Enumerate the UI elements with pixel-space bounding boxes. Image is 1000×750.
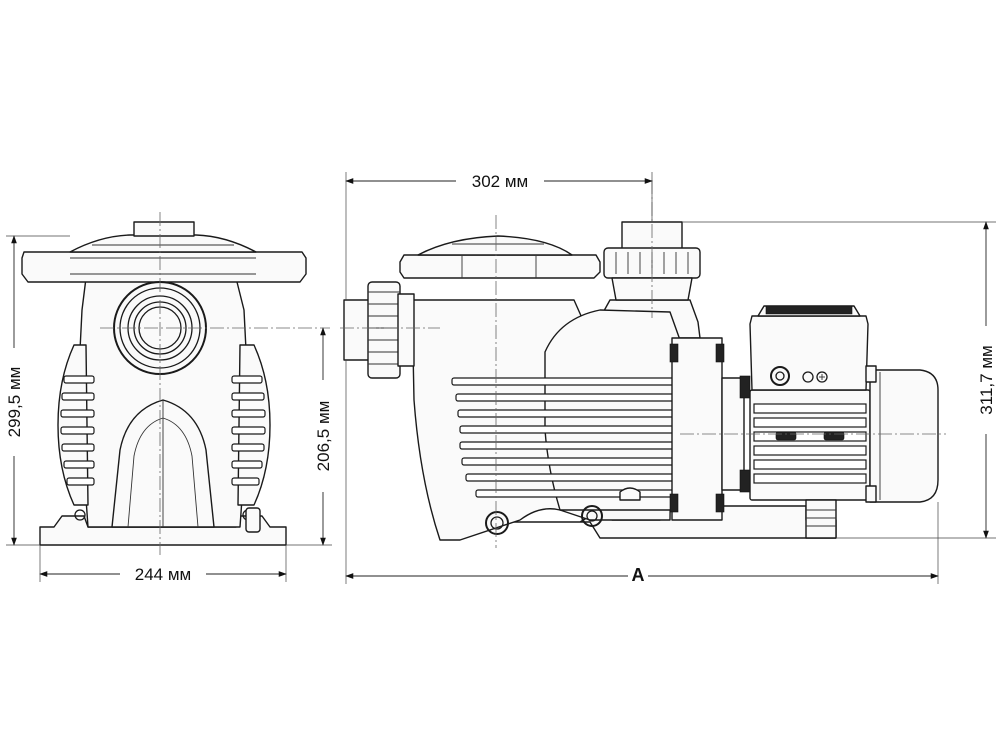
side-lid-dome bbox=[417, 235, 573, 256]
front-right-ribs bbox=[231, 375, 266, 486]
side-motor-foot bbox=[805, 499, 837, 539]
side-drain-plug-front bbox=[485, 511, 509, 535]
front-lid-flange bbox=[21, 251, 307, 283]
side-lid-flange bbox=[399, 254, 601, 279]
front-left-ribs bbox=[60, 375, 95, 486]
side-terminal-box bbox=[749, 315, 869, 391]
dim-label-front-height-axis: 206,5 мм bbox=[314, 401, 333, 472]
side-drain-plug-rear bbox=[581, 505, 603, 527]
front-dimensions: 244 мм 299,5 мм 206,5 мм bbox=[2, 235, 335, 584]
front-lid-knob bbox=[133, 221, 195, 237]
front-lid-dome bbox=[69, 234, 257, 253]
dim-label-front-height-total: 299,5 мм bbox=[5, 367, 24, 438]
dim-label-front-width: 244 мм bbox=[135, 565, 191, 584]
front-drain-plug bbox=[245, 507, 261, 533]
side-view bbox=[340, 180, 946, 548]
side-ground-screw bbox=[802, 371, 814, 383]
front-view bbox=[21, 212, 330, 555]
dim-label-overall-length: A bbox=[632, 565, 645, 585]
front-screw-left bbox=[74, 509, 86, 521]
side-seal-plate bbox=[671, 337, 723, 521]
side-motor-ribs bbox=[753, 403, 867, 484]
side-fan-cover bbox=[869, 369, 939, 503]
dim-label-side-inlet-outlet: 302 мм bbox=[472, 172, 528, 191]
side-dimensions: 302 мм 311,7 мм A bbox=[345, 170, 998, 585]
side-inlet-union bbox=[343, 281, 415, 379]
side-bottom-boss bbox=[619, 487, 641, 501]
side-cable-gland bbox=[770, 366, 790, 386]
side-ribs bbox=[451, 377, 679, 498]
dim-label-side-height: 311,7 мм bbox=[977, 345, 996, 414]
